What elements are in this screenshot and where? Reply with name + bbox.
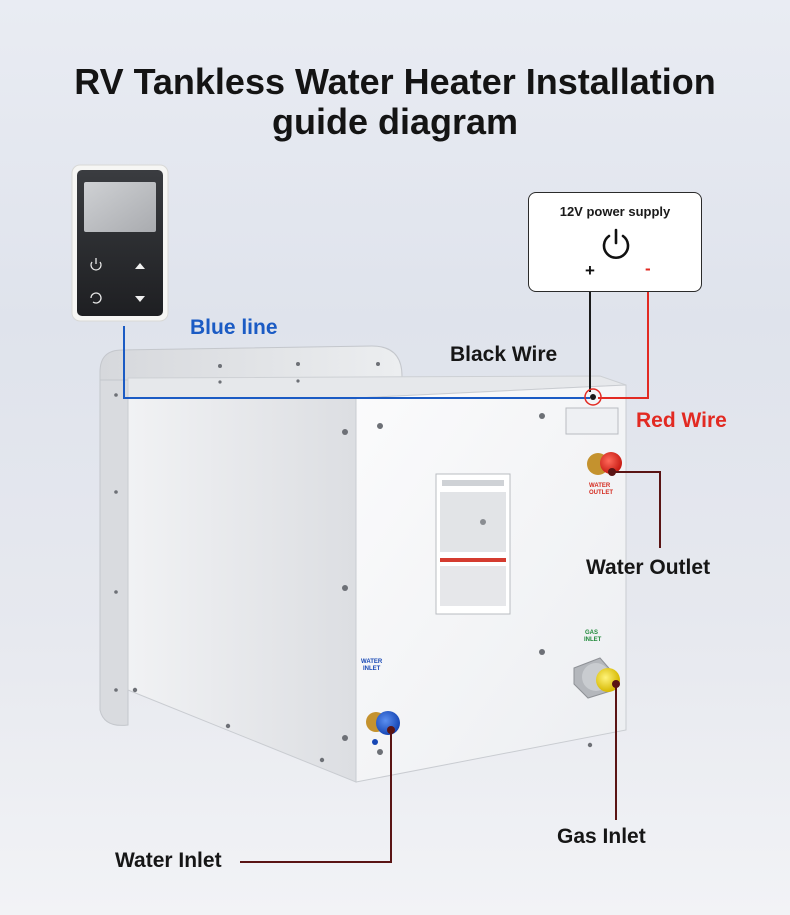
terminal-dot xyxy=(590,394,596,400)
title-line-2: guide diagram xyxy=(271,101,519,142)
power-supply-title: 12V power supply xyxy=(559,204,671,219)
leader-dot-outlet xyxy=(608,468,616,476)
water-inlet-label: Water Inlet xyxy=(115,849,222,872)
terminal-ring xyxy=(584,388,602,406)
inlet-marking-2: INLET xyxy=(363,666,381,672)
leader-water-inlet xyxy=(240,730,392,863)
gas-marking-2: INLET xyxy=(584,637,602,643)
title-line-1: RV Tankless Water Heater Installation xyxy=(74,61,716,102)
up-arrow-icon xyxy=(135,263,145,269)
outlet-marking-2: OUTLET xyxy=(589,490,613,496)
blue-line-wire xyxy=(123,326,590,399)
water-outlet-fitting xyxy=(587,452,622,475)
inlet-marking-1: WATER xyxy=(361,659,383,665)
down-arrow-icon xyxy=(135,296,145,302)
gas-inlet-label: Gas Inlet xyxy=(557,825,646,848)
screws xyxy=(114,362,593,763)
leader-water-outlet xyxy=(612,471,661,548)
red-wire-label: Red Wire xyxy=(636,409,727,432)
heater-side-face xyxy=(127,397,357,783)
power-supply-box: 12V power supply + - xyxy=(528,192,702,292)
flange-left-strip xyxy=(99,379,129,726)
blue-line-label: Blue line xyxy=(190,316,278,339)
red-wire xyxy=(598,292,649,399)
electrical-label xyxy=(565,407,619,435)
rating-label xyxy=(435,473,511,615)
negative-terminal-label: - xyxy=(645,259,651,278)
gas-marking-1: GAS xyxy=(585,630,598,636)
black-wire-label: Black Wire xyxy=(450,343,558,366)
page-title: RV Tankless Water Heater Installation gu… xyxy=(0,62,790,142)
cycle-icon xyxy=(90,292,102,304)
outlet-marking-1: WATER xyxy=(589,483,611,489)
leader-dot-inlet xyxy=(387,726,395,734)
positive-terminal-label: + xyxy=(585,261,595,280)
power-icon xyxy=(90,258,102,271)
wall-controller xyxy=(71,164,169,322)
leader-dot-gas xyxy=(612,680,620,688)
water-outlet-label: Water Outlet xyxy=(586,556,711,579)
power-icon xyxy=(602,228,630,259)
